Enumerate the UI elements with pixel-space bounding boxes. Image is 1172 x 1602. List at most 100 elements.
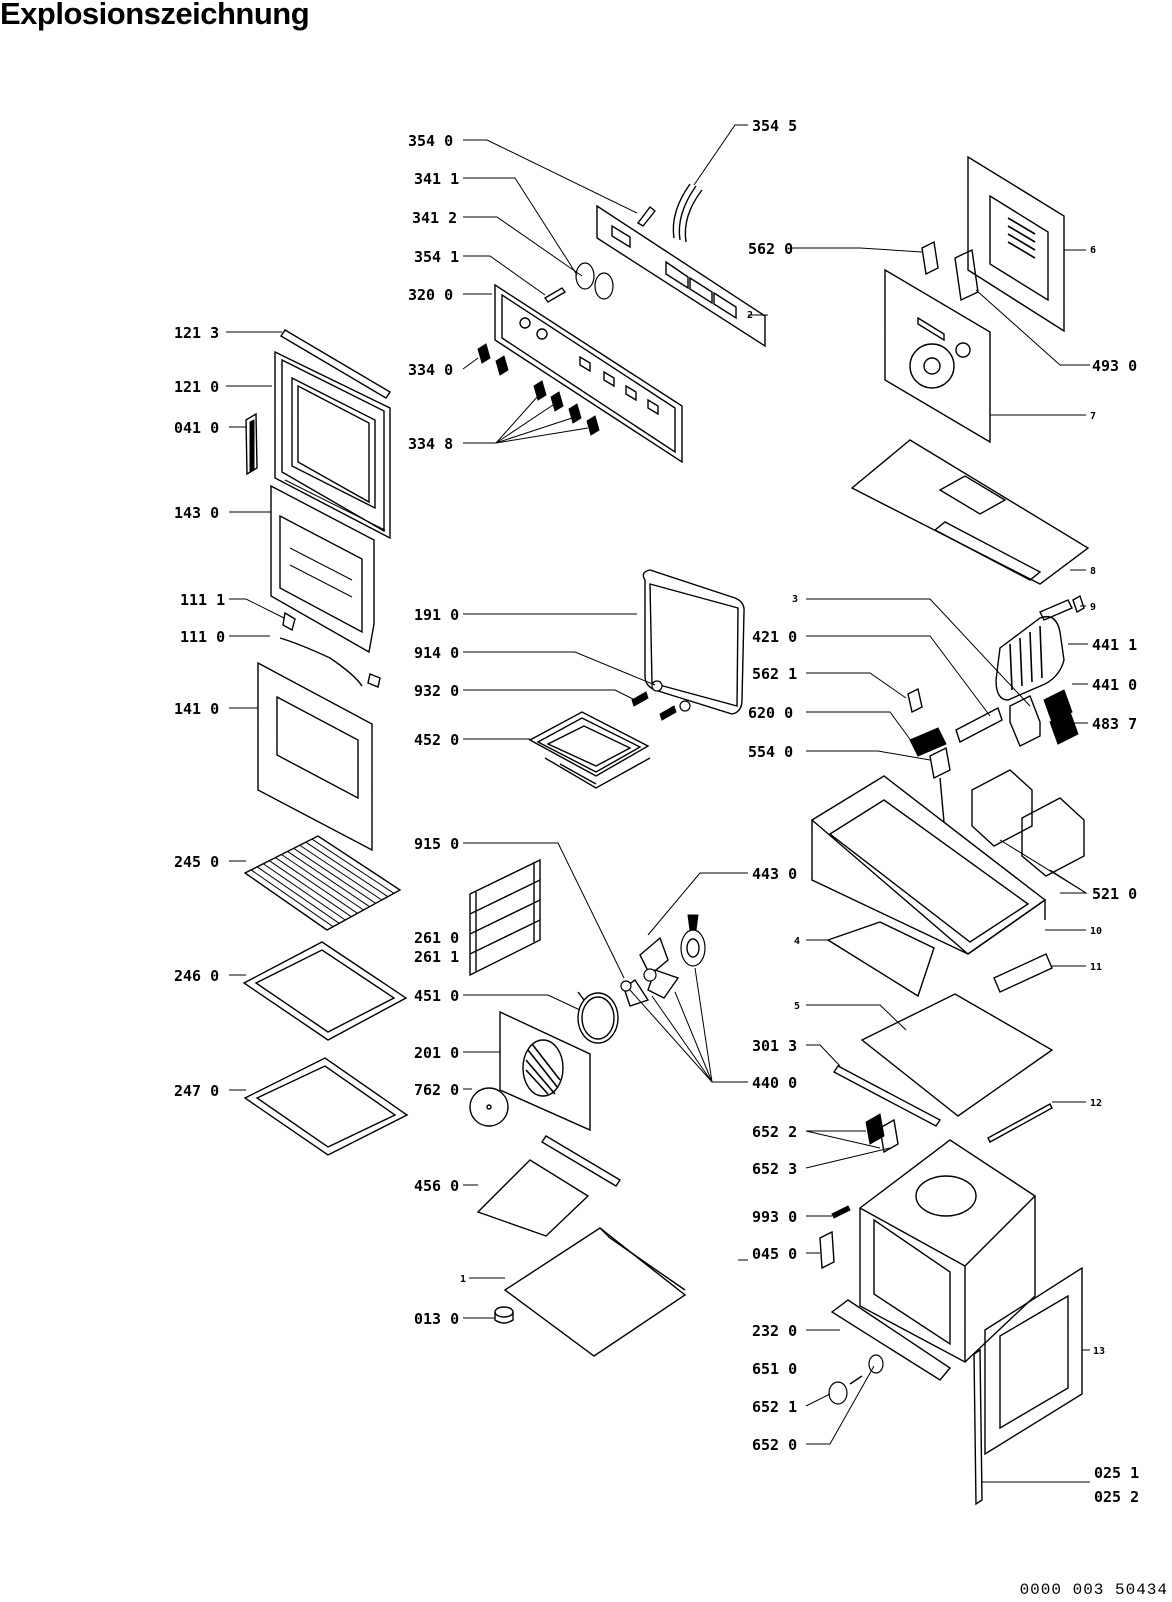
- label-111-0: 111 0: [180, 628, 225, 646]
- label-554-0: 554 0: [748, 743, 793, 761]
- label-7: 7: [1090, 411, 1096, 422]
- label-1: 1: [460, 1274, 466, 1285]
- label-762-0: 762 0: [414, 1081, 459, 1099]
- label-8: 8: [1090, 566, 1096, 577]
- label-121-3: 121 3: [174, 324, 219, 342]
- rack-wire: [269, 860, 352, 918]
- element-bracket-914-932: [631, 680, 691, 721]
- lamp-652: [865, 1113, 899, 1154]
- label-483-7: 483 7: [1092, 715, 1137, 733]
- rack-wire: [311, 838, 395, 894]
- label-441-0: 441 0: [1092, 676, 1137, 694]
- label-141-0: 141 0: [174, 700, 219, 718]
- rod-12: [987, 1103, 1053, 1143]
- leader-lines: [226, 124, 1090, 1483]
- label-440-0: 440 0: [752, 1074, 797, 1092]
- knobs-334: [477, 343, 600, 436]
- grill-element-452-0: [528, 711, 651, 789]
- rack-wire: [293, 847, 376, 904]
- label-354-0: 354 0: [408, 132, 453, 150]
- switch-620-0: [909, 727, 947, 757]
- wire-rack-245-0: [243, 835, 402, 931]
- label-10: 10: [1090, 926, 1102, 937]
- oven-cavity: [858, 1139, 1037, 1364]
- label-201-0: 201 0: [414, 1044, 459, 1062]
- label-232-0: 232 0: [752, 1322, 797, 1340]
- lamp-cover-651-652: [828, 1354, 884, 1405]
- fan-motor-443: [680, 914, 706, 967]
- label-2: 2: [747, 310, 753, 321]
- cooling-motor-521-0: [971, 769, 1085, 877]
- label-301-3: 301 3: [752, 1037, 797, 1055]
- label-993-0: 993 0: [752, 1208, 797, 1226]
- label-334-0: 334 0: [408, 361, 453, 379]
- lamp-holder-045-0: [819, 1230, 835, 1270]
- label-6: 6: [1090, 245, 1096, 256]
- timer-554-0: [929, 746, 951, 823]
- rack-wire: [250, 869, 334, 928]
- label-245-0: 245 0: [174, 853, 219, 871]
- rail-301-3: [832, 1065, 942, 1127]
- label-247-0: 247 0: [174, 1082, 219, 1100]
- label-13: 13: [1093, 1346, 1105, 1357]
- fan-blade-443-0: [620, 936, 680, 1007]
- circular-element-451-0: [577, 991, 619, 1044]
- baking-tray-247-0: [243, 1057, 409, 1156]
- label-620-0: 620 0: [748, 704, 793, 722]
- label-652-1: 652 1: [752, 1398, 797, 1416]
- door-outer-glass-141-0: [257, 661, 373, 852]
- rack-wire: [256, 866, 340, 924]
- thermostat-421-0: [955, 706, 1003, 744]
- bracket-9: [1072, 594, 1085, 614]
- door-glass-143-0: [270, 484, 375, 654]
- screw-993-0: [831, 1205, 851, 1219]
- rack-wire: [305, 841, 389, 898]
- label-320-0: 320 0: [408, 286, 453, 304]
- label-652-3: 652 3: [752, 1160, 797, 1178]
- terminal-block-483-7: [1043, 689, 1079, 745]
- rack-wire: [299, 844, 383, 901]
- label-932-0: 932 0: [414, 682, 459, 700]
- label-456-0: 456 0: [414, 1177, 459, 1195]
- label-041-0: 041 0: [174, 419, 219, 437]
- switch-354-0: [636, 206, 656, 227]
- part-labels: 354 0 354 5 341 1 341 2 354 1 320 0 334 …: [174, 117, 1139, 1506]
- side-panel-13: [984, 1266, 1083, 1456]
- page-title: Explosionszeichnung: [0, 0, 310, 31]
- label-452-0: 452 0: [414, 731, 459, 749]
- label-121-0: 121 0: [174, 378, 219, 396]
- vent-3: [1009, 695, 1041, 747]
- cross-flow-fan-441: [995, 599, 1073, 701]
- rack-wire: [275, 857, 358, 914]
- door-top-trim-121-3: [280, 329, 391, 399]
- label-451-0: 451 0: [414, 987, 459, 1005]
- label-334-8: 334 8: [408, 435, 453, 453]
- knob-discs-341: [575, 262, 614, 300]
- label-354-1: 354 1: [414, 248, 459, 266]
- label-143-0: 143 0: [174, 504, 219, 522]
- label-11: 11: [1090, 962, 1102, 973]
- door-inner-frame-121-0: [274, 350, 391, 540]
- label-261-0: 261 0: [414, 929, 459, 947]
- relay-562-0: [921, 240, 939, 276]
- label-013-0: 013 0: [414, 1310, 459, 1328]
- label-3: 3: [792, 594, 798, 605]
- door-clip-111-1: [282, 611, 296, 632]
- fan-plate-762-0: [469, 1087, 509, 1127]
- label-562-0: 562 0: [748, 240, 793, 258]
- label-12: 12: [1090, 1098, 1102, 1109]
- top-element-456-0: [476, 1135, 621, 1237]
- top-cover-8: [850, 439, 1090, 585]
- label-045-0: 045 0: [752, 1245, 797, 1263]
- label-025-1: 025 1: [1094, 1464, 1139, 1482]
- cable-354-5: [672, 183, 703, 243]
- label-441-1: 441 1: [1092, 636, 1137, 654]
- relay-562-1: [907, 687, 923, 714]
- fan-cover-201-0: [499, 1010, 591, 1132]
- control-module-493-0: [954, 248, 979, 302]
- label-191-0: 191 0: [414, 606, 459, 624]
- label-421-0: 421 0: [752, 628, 797, 646]
- label-652-0: 652 0: [752, 1436, 797, 1454]
- label-493-0: 493 0: [1092, 357, 1137, 375]
